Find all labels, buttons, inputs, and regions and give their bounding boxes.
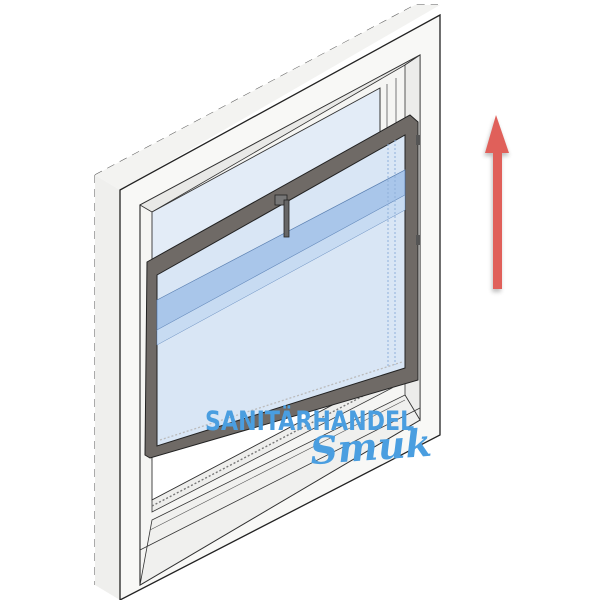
arrow-up-icon — [484, 115, 509, 292]
watermark-name: Smuk — [308, 419, 434, 474]
wall-outline — [94, 4, 440, 600]
watermark-brand: SANITÄRHANDEL — [205, 406, 415, 437]
screen-sash — [144, 114, 420, 459]
